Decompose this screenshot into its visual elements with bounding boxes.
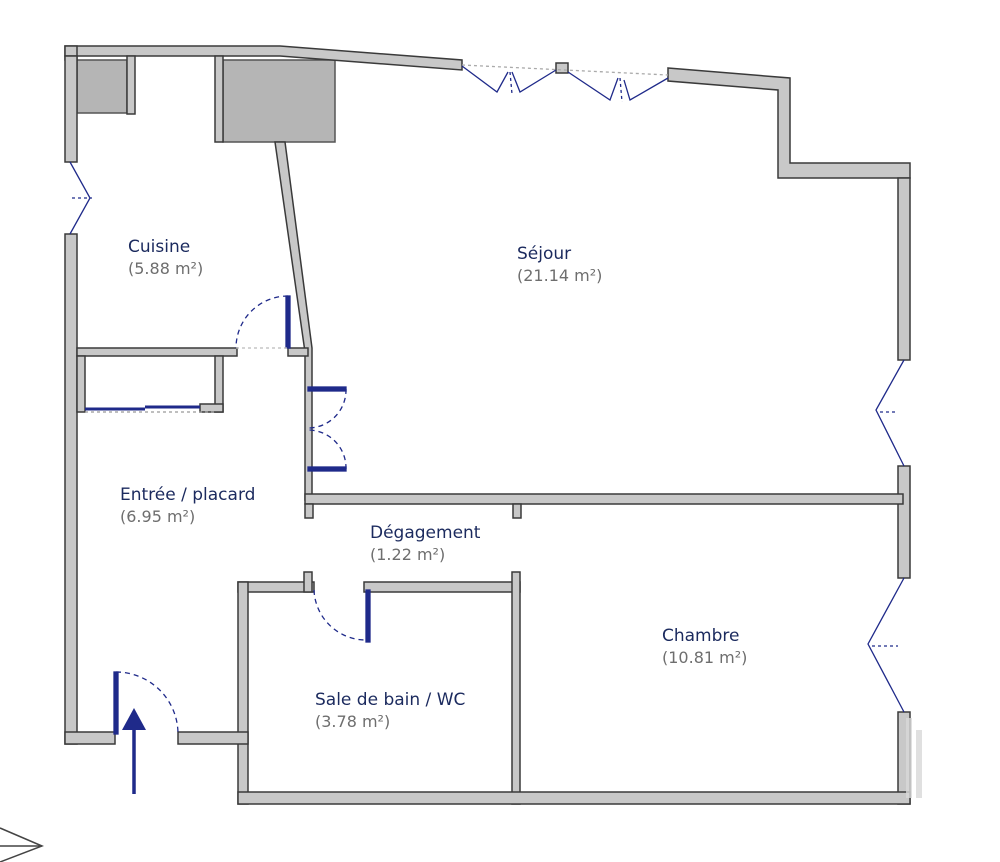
room-label-chambre: Chambre (10.81 m²) — [662, 626, 747, 667]
room-label-degagement: Dégagement (1.22 m²) — [370, 523, 481, 564]
room-name: Dégagement — [370, 523, 481, 543]
compass-icon — [0, 827, 44, 862]
room-label-entree: Entrée / placard (6.95 m²) — [120, 485, 255, 526]
room-area: (21.14 m²) — [517, 266, 602, 285]
entrance-arrow-icon — [122, 708, 146, 794]
room-name: Séjour — [517, 244, 571, 264]
kitchen-fixture-small — [76, 59, 128, 114]
openings — [69, 64, 905, 735]
room-label-cuisine: Cuisine (5.88 m²) — [128, 237, 203, 278]
room-area: (10.81 m²) — [662, 648, 747, 667]
walls — [64, 45, 911, 805]
watermark-shape — [906, 718, 922, 798]
room-area: (6.95 m²) — [120, 507, 195, 526]
room-name: Entrée / placard — [120, 485, 255, 505]
room-name: Chambre — [662, 626, 740, 646]
kitchen-fixture-large — [222, 59, 336, 143]
room-name: Cuisine — [128, 237, 190, 257]
room-label-sejour: Séjour (21.14 m²) — [517, 244, 602, 285]
room-area: (1.22 m²) — [370, 545, 445, 564]
room-area: (3.78 m²) — [315, 712, 390, 731]
room-name: Sale de bain / WC — [315, 690, 465, 710]
room-label-sdb: Sale de bain / WC (3.78 m²) — [315, 690, 465, 731]
room-area: (5.88 m²) — [128, 259, 203, 278]
